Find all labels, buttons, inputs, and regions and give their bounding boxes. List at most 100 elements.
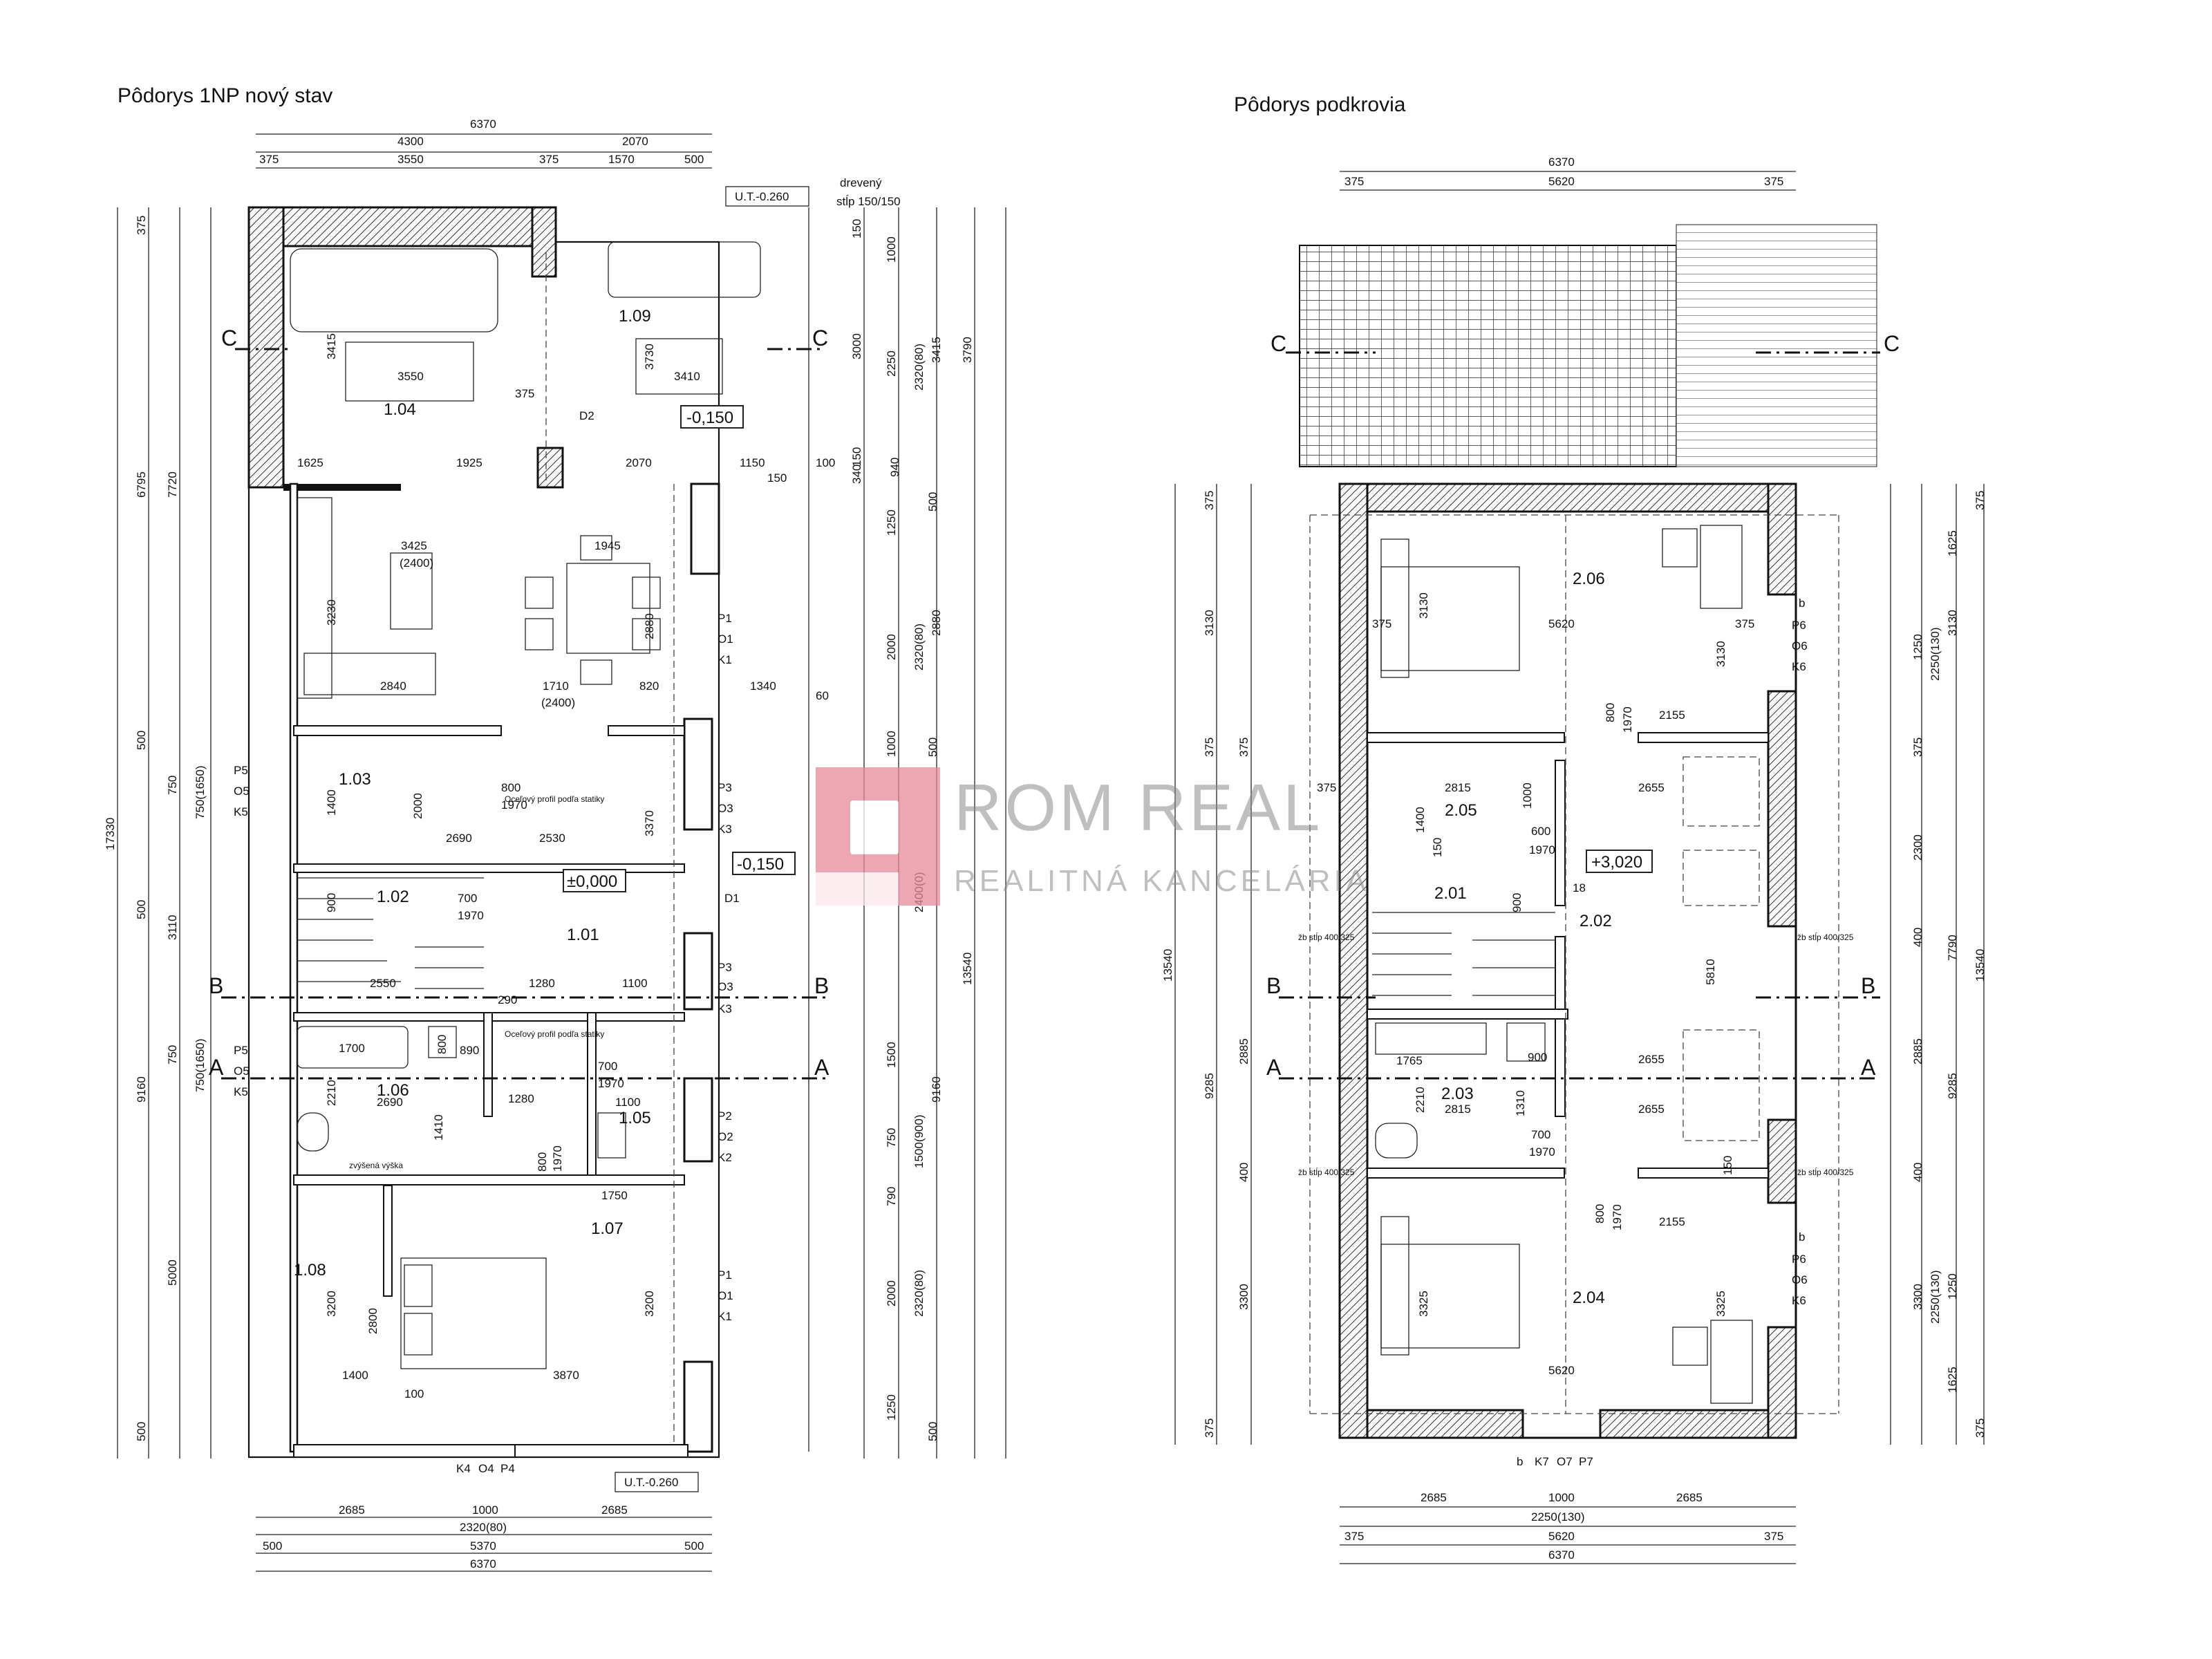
- section-marker: C: [1884, 331, 1900, 356]
- dim-label: 1970: [1529, 843, 1555, 856]
- dim-label: 750(1650): [194, 1038, 207, 1092]
- window-tag: K3: [718, 823, 732, 836]
- dim-label: 790: [885, 1187, 898, 1206]
- window-tag: O1: [718, 1289, 733, 1302]
- dim-label: 1000: [1521, 782, 1534, 809]
- bottom-tag: P4: [500, 1462, 515, 1475]
- dim-label: 2685: [1421, 1491, 1447, 1504]
- dim-label: 3130: [1946, 610, 1959, 636]
- dim-label: 375: [539, 153, 559, 166]
- dim-label: 3550: [397, 153, 424, 166]
- dim-label: 9160: [930, 1076, 943, 1103]
- window-tag: K2: [718, 1151, 732, 1164]
- dim-label: 2655: [1638, 1053, 1665, 1066]
- dim-label: 5620: [1548, 1530, 1575, 1543]
- dim-label: 1625: [1946, 1367, 1959, 1393]
- window-tag: K6: [1792, 660, 1806, 673]
- dim-label: 5370: [470, 1539, 496, 1553]
- dim-label: 500: [926, 492, 939, 512]
- window-tag: P1: [718, 612, 732, 625]
- window-tag: K5: [234, 805, 248, 818]
- dim-label: 2250: [885, 350, 898, 377]
- dim-label: 3200: [643, 1291, 656, 1317]
- dim-label: 375: [1203, 491, 1216, 510]
- dim-label: 1625: [1946, 530, 1959, 556]
- dim-label: 60: [816, 689, 829, 702]
- section-marker: A: [1861, 1055, 1876, 1080]
- dim-label: 375: [1203, 738, 1216, 757]
- level-label: -0,150: [686, 409, 733, 427]
- window-tag: O5: [234, 1065, 250, 1078]
- dim-label: 2155: [1659, 709, 1685, 722]
- dim-label: 2815: [1445, 1103, 1471, 1116]
- section-marker: A: [1266, 1055, 1282, 1080]
- dim-label: 400: [1911, 928, 1924, 947]
- dim-label: 2250(130): [1531, 1510, 1585, 1524]
- dim-label: 750: [885, 1128, 898, 1147]
- dim-label: 3000: [850, 333, 863, 359]
- bottom-tag: K4: [456, 1462, 471, 1475]
- dim-label: 3870: [553, 1369, 579, 1382]
- window-tag: O2: [718, 1130, 733, 1143]
- dim-label: 5620: [1548, 175, 1575, 188]
- window-tag: O6: [1792, 1273, 1808, 1286]
- window-tag: K5: [234, 1085, 248, 1098]
- ut-label: U.T.-0.260: [735, 190, 789, 203]
- dim-label: 2320(80): [912, 344, 926, 391]
- dim-label: 375: [1203, 1418, 1216, 1438]
- dim-label: 1970: [1621, 706, 1634, 733]
- room-label: 2.05: [1445, 801, 1477, 820]
- window-tag: K6: [1792, 1294, 1806, 1307]
- dim-label: 2250(130): [1929, 627, 1942, 681]
- dim-label: 375: [515, 387, 534, 400]
- window-tag: K3: [718, 1002, 732, 1015]
- dim-label: 1570: [608, 153, 635, 166]
- dim-label: 3300: [1237, 1284, 1250, 1310]
- dim-label: 500: [684, 153, 704, 166]
- dim-label: 340: [850, 465, 863, 484]
- dim-label: 7790: [1946, 935, 1959, 961]
- dim-label: 600: [1531, 825, 1550, 838]
- watermark-brand: ROM REAL: [954, 771, 1323, 845]
- bottom-tag: b: [1517, 1455, 1523, 1468]
- dim-label: 3410: [674, 370, 700, 383]
- column-note: žb stĺp 400/325: [1298, 932, 1355, 942]
- dim-label: 2320(80): [912, 624, 926, 671]
- dim-label: 900: [1528, 1051, 1547, 1064]
- dim-label: 375: [1974, 1418, 1987, 1438]
- dim-label: 1710: [543, 679, 569, 693]
- dim-label: 500: [926, 1422, 939, 1441]
- section-marker: A: [209, 1055, 224, 1080]
- window-tag: P3: [718, 961, 732, 974]
- dim-label: 3425: [401, 539, 427, 552]
- dim-label: 2320(80): [460, 1521, 507, 1534]
- dim-label: 2300: [1911, 834, 1924, 861]
- dim-label: 13540: [1161, 949, 1174, 982]
- room-label: 1.01: [567, 926, 599, 944]
- dim-label: 17330: [104, 818, 117, 850]
- watermark-subtitle: REALITNÁ KANCELÁRIA: [954, 864, 1370, 898]
- dim-label: 3415: [930, 337, 943, 363]
- window-tag: O3: [718, 980, 733, 993]
- ut-label: U.T.-0.260: [624, 1476, 678, 1489]
- dim-label: 3130: [1203, 610, 1216, 636]
- dim-label: 1970: [1529, 1145, 1555, 1159]
- dim-label: 3200: [325, 1291, 338, 1317]
- dim-label: 6795: [135, 471, 148, 498]
- bottom-tag: O7: [1557, 1455, 1573, 1468]
- dim-label: 1000: [472, 1503, 498, 1517]
- dim-label: 2070: [622, 135, 648, 148]
- dim-label: 400: [1911, 1163, 1924, 1182]
- room-label: 1.06: [377, 1081, 409, 1100]
- dim-label: 1500(900): [912, 1114, 926, 1168]
- door-tag: D2: [579, 409, 594, 422]
- bottom-tag: K7: [1535, 1455, 1549, 1468]
- attic-labels: 2.06 2.05 2.01 2.02 2.03 2.04 +3,020 637…: [1161, 156, 1987, 1562]
- dim-label: 1700: [339, 1042, 365, 1055]
- rom-real-logo-icon: [816, 767, 940, 906]
- dim-label: 375: [1735, 617, 1754, 630]
- dim-label: 1280: [508, 1092, 534, 1105]
- dim-label: 890: [460, 1044, 479, 1057]
- room-label: 1.02: [377, 888, 409, 906]
- dim-label: 1500: [885, 1042, 898, 1068]
